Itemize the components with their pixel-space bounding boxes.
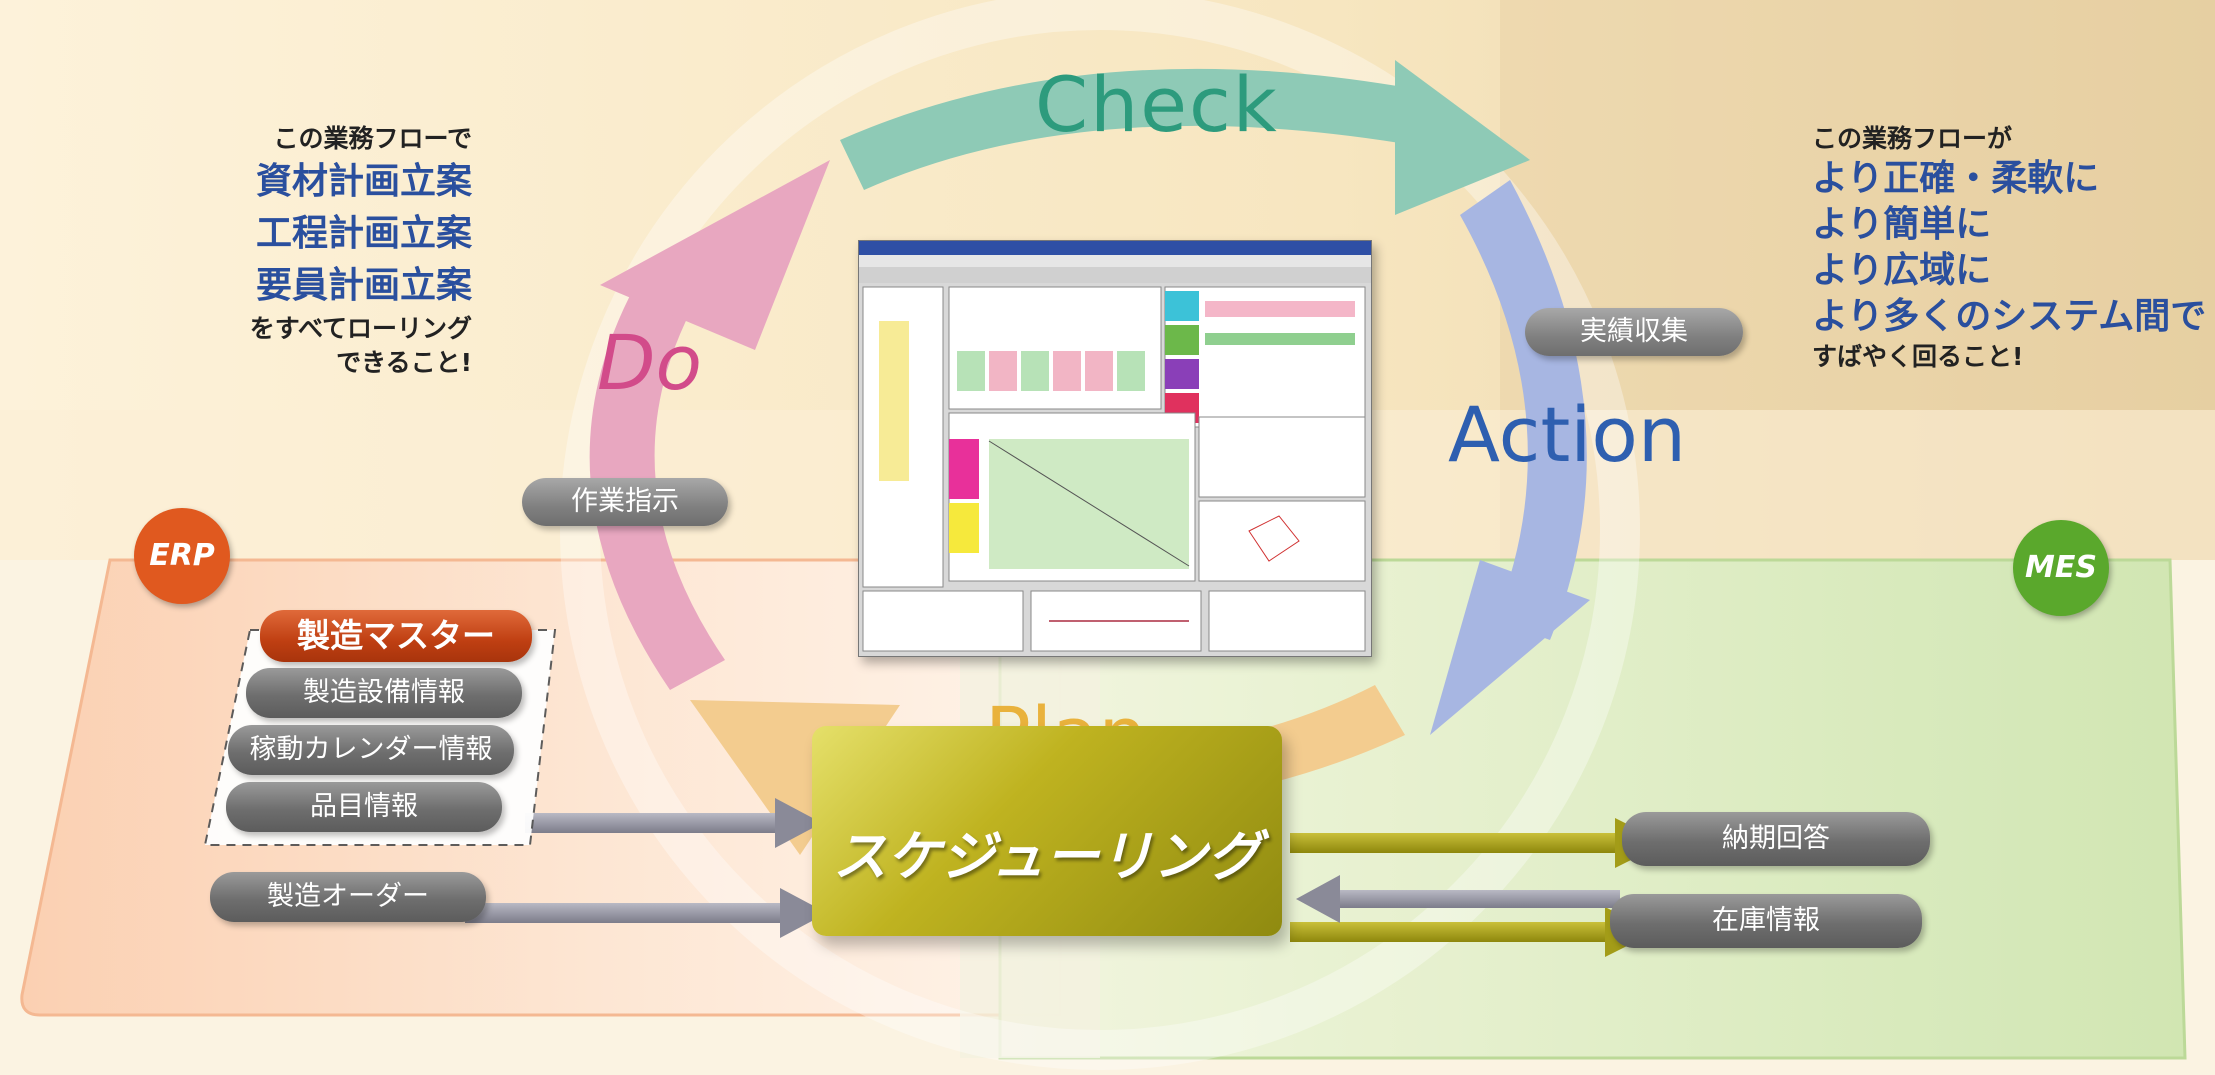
output-inventory-info: 在庫情報 — [1610, 894, 1922, 948]
mes-badge: MES — [2013, 520, 2109, 616]
production-order-pill: 製造オーダー — [210, 872, 486, 922]
master-item-calendar: 稼動カレンダー情報 — [228, 725, 514, 775]
left-note-item-staff: 要員計画立案 — [255, 265, 472, 306]
right-note-intro: この業務フローが — [1812, 124, 2013, 153]
erp-badge: ERP — [134, 508, 230, 604]
master-title-pill: 製造マスター — [260, 610, 532, 662]
left-note-intro: この業務フローで — [273, 124, 472, 153]
right-note-end: すばやく回ること! — [1812, 342, 2024, 371]
output-delivery-answer: 納期回答 — [1622, 812, 1930, 866]
phase-do-label: Do — [597, 318, 703, 407]
phase-action-label: Action — [1448, 390, 1687, 479]
left-note-item-material: 資材計画立案 — [255, 161, 472, 202]
left-note-end-1: をすべてローリング — [249, 314, 472, 343]
left-note-item-process: 工程計画立案 — [255, 213, 472, 254]
do-label-pill: 作業指示 — [522, 478, 728, 526]
app-screenshot-image — [858, 240, 1372, 657]
scheduling-label: スケジューリング — [832, 825, 1262, 888]
right-note: この業務フローが より正確・柔軟に より簡単に より広域に より多くのシステム間… — [1812, 122, 2212, 374]
app-screenshot-graphic — [859, 241, 1371, 652]
right-note-item-simple: より簡単に — [1812, 204, 1992, 245]
master-item-equipment: 製造設備情報 — [246, 668, 522, 718]
phase-check-label: Check — [1035, 60, 1279, 149]
master-item-product: 品目情報 — [226, 782, 502, 832]
right-note-item-systems: より多くのシステム間で — [1812, 296, 2207, 337]
right-note-item-accurate: より正確・柔軟に — [1812, 158, 2100, 199]
scheduling-box: スケジューリング — [812, 726, 1282, 936]
right-note-item-wide: より広域に — [1812, 250, 1992, 291]
left-note: この業務フローで 資材計画立案 工程計画立案 要員計画立案 をすべてローリング … — [180, 122, 472, 380]
action-label-pill: 実績収集 — [1525, 308, 1743, 356]
left-note-end-2: できること! — [336, 348, 472, 377]
